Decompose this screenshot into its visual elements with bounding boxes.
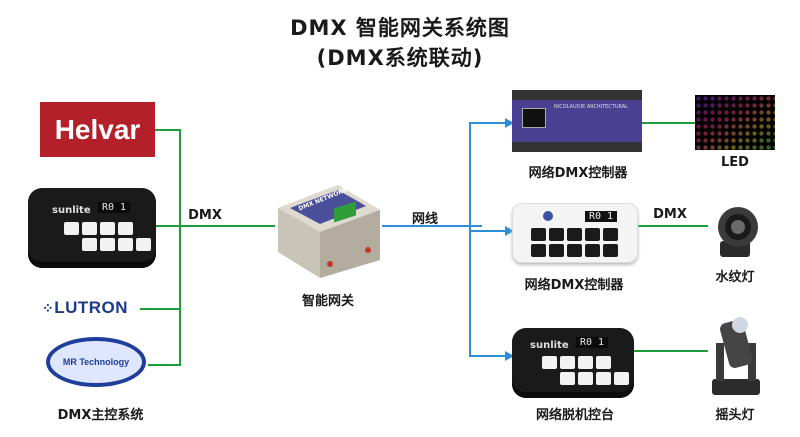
dmx-wire-helvar: [155, 129, 181, 131]
dmx-wire-lutron: [140, 308, 181, 310]
dmx-wire-water: [636, 225, 708, 227]
console-screen: R0 1: [98, 202, 131, 213]
network-cable-label: 网线: [411, 212, 438, 227]
offline-console-brand: sunlite: [530, 340, 569, 351]
diagram-title: DMX 智能网关系统图: [290, 16, 510, 40]
led-caption: LED: [721, 155, 749, 170]
arrow-right-icon: [505, 118, 514, 128]
lutron-dots-icon: ⁘: [42, 300, 55, 316]
dmx-wire-moving-head: [632, 350, 708, 352]
network-dmx-controller-1: NICOLAUDIE ARCHITECTURAL: [512, 90, 642, 152]
gateway-caption: 智能网关: [301, 294, 354, 309]
arrow-right-icon: [505, 351, 514, 361]
controller-1-caption: 网络DMX控制器: [528, 166, 628, 181]
dmx-wire-trunk: [179, 129, 181, 365]
helvar-logo: Helvar: [40, 102, 155, 157]
sunlite-brand: sunlite: [52, 205, 91, 216]
offline-console-screen: R0 1: [576, 337, 609, 348]
dmx-wire-main: [155, 225, 275, 227]
lutron-logo: ⁘LUTRON: [42, 298, 129, 317]
dmx-wire-led: [640, 122, 696, 124]
moving-head-light: [712, 317, 760, 395]
net-wire-dev3: [469, 355, 507, 357]
net-wire-dev2: [469, 230, 507, 232]
net-wire-trunk: [469, 122, 471, 356]
controller-1-brand: NICOLAUDIE ARCHITECTURAL: [554, 104, 628, 110]
network-dmx-controller-2: R0 1: [512, 203, 638, 263]
water-light-caption: 水纹灯: [715, 270, 755, 285]
offline-console: sunlite R0 1: [512, 328, 634, 398]
moving-head-caption: 摇头灯: [715, 408, 755, 423]
arrow-right-icon: [505, 226, 514, 236]
mr-technology-logo: MR Technology: [46, 337, 146, 387]
water-ripple-light: [718, 207, 758, 257]
led-panel: [695, 95, 775, 150]
dmx-master-caption: DMX主控系统: [57, 408, 144, 423]
controller-2-caption: 网络DMX控制器: [524, 278, 624, 293]
net-wire-main: [382, 225, 482, 227]
sunlite-console: sunlite R0 1: [28, 188, 156, 268]
gateway-device: [278, 185, 380, 278]
net-wire-dev1: [469, 122, 507, 124]
controller-2-screen: R0 1: [585, 211, 618, 222]
diagram-subtitle: (DMX系统联动): [316, 46, 484, 70]
dmx-link-label: DMX: [188, 208, 222, 223]
water-link-label: DMX: [653, 207, 687, 222]
offline-console-caption: 网络脱机控台: [535, 408, 614, 423]
dmx-wire-mr: [148, 364, 181, 366]
